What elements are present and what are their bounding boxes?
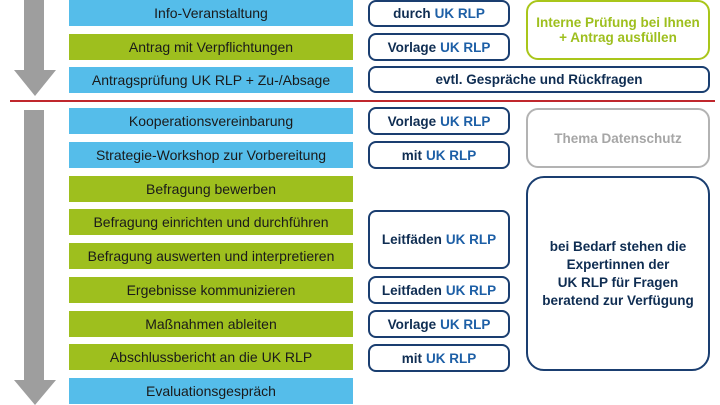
step-kooperationsvereinbarung: Kooperationsvereinbarung (69, 108, 353, 134)
step-massnahmen-ableiten: Maßnahmen ableiten (69, 311, 353, 337)
note-thema-datenschutz: Thema Datenschutz (526, 108, 710, 168)
step-befragung-bewerben: Befragung bewerben (69, 176, 353, 202)
step-befragung-auswerten: Befragung auswerten und interpretieren (69, 243, 353, 269)
phase-divider (10, 100, 715, 102)
step-antragspruefung: Antragsprüfung UK RLP + Zu-/Absage (69, 67, 353, 93)
phase2-arrow (14, 110, 56, 405)
note-interne-pruefung: Interne Prüfung bei Ihnen + Antrag ausfü… (526, 0, 710, 60)
step-info-veranstaltung: Info-Veranstaltung (69, 0, 353, 26)
step-ergebnisse-kommunizieren: Ergebnisse kommunizieren (69, 277, 353, 303)
step-strategie-workshop: Strategie-Workshop zur Vorbereitung (69, 142, 353, 168)
note-expertinnen-beratung: bei Bedarf stehen die Expertinnen der UK… (526, 176, 710, 371)
pill-gespraeche-rueckfragen: evtl. Gespräche und Rückfragen (368, 66, 710, 93)
step-antrag: Antrag mit Verpflichtungen (69, 34, 353, 60)
step-abschlussbericht: Abschlussbericht an die UK RLP (69, 344, 353, 370)
step-evaluationsgespraech: Evaluationsgespräch (69, 378, 353, 404)
phase1-arrow (14, 0, 56, 96)
step-befragung-einrichten: Befragung einrichten und durchführen (69, 209, 353, 235)
